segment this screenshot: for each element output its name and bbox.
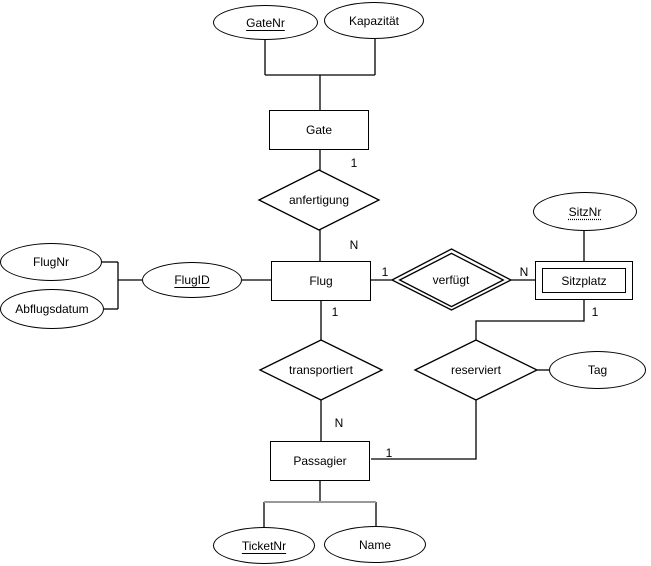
relationship-verfuegt-shape[interactable] <box>390 248 513 311</box>
attribute-ticketnr-label: TicketNr <box>241 538 287 553</box>
attribute-name[interactable]: Name <box>324 526 426 563</box>
cardinality-gate-anfertigung: 1 <box>350 156 358 170</box>
entity-passagier[interactable]: Passagier <box>270 441 370 481</box>
cardinality-transportiert-passagier: N <box>334 416 344 430</box>
edge-reserviert-passagier <box>371 400 477 460</box>
cardinality-flug-transportiert: 1 <box>331 305 339 319</box>
cardinality-sitzplatz-reserviert: 1 <box>591 305 599 319</box>
edge-sitzplatz-reserviert <box>475 300 585 340</box>
relationship-transportiert-shape[interactable] <box>258 339 384 401</box>
entity-flug[interactable]: Flug <box>271 261 371 301</box>
attribute-tag[interactable]: Tag <box>549 351 646 389</box>
attribute-gatenr-label: GateNr <box>246 15 285 30</box>
cardinality-passagier-reserviert: 1 <box>385 446 393 460</box>
attribute-kapazitaet[interactable]: Kapazität <box>324 2 424 39</box>
entity-sitzplatz-inner-border: Sitzplatz <box>542 268 626 293</box>
relationship-reserviert-label: reserviert <box>450 363 502 377</box>
cardinality-anfertigung-flug: N <box>349 238 359 252</box>
attribute-abflugsdatum[interactable]: Abflugsdatum <box>0 289 104 329</box>
attribute-flugid[interactable]: FlugID <box>142 262 242 298</box>
attribute-flugnr[interactable]: FlugNr <box>0 243 102 281</box>
relationship-transportiert-label: transportiert <box>288 363 354 377</box>
relationship-reserviert-shape[interactable] <box>413 339 539 401</box>
attribute-gatenr[interactable]: GateNr <box>213 5 318 40</box>
attribute-sitznr-label: SitzNr <box>568 204 602 219</box>
entity-gate[interactable]: Gate <box>269 110 369 150</box>
cardinality-verfuegt-sitzplatz: N <box>519 265 529 279</box>
relationship-verfuegt-label: verfügt <box>432 273 470 287</box>
attribute-sitznr[interactable]: SitzNr <box>533 192 637 231</box>
entity-sitzplatz[interactable]: Sitzplatz <box>535 261 633 300</box>
attribute-flugid-label: FlugID <box>174 273 210 287</box>
relationship-anfertigung-label: anfertigung <box>288 193 350 207</box>
cardinality-flug-verfuegt: 1 <box>381 265 389 279</box>
relationship-verfuegt-inner-border <box>398 252 505 308</box>
attribute-ticketnr[interactable]: TicketNr <box>213 527 315 564</box>
relationship-anfertigung-shape[interactable] <box>257 169 381 231</box>
